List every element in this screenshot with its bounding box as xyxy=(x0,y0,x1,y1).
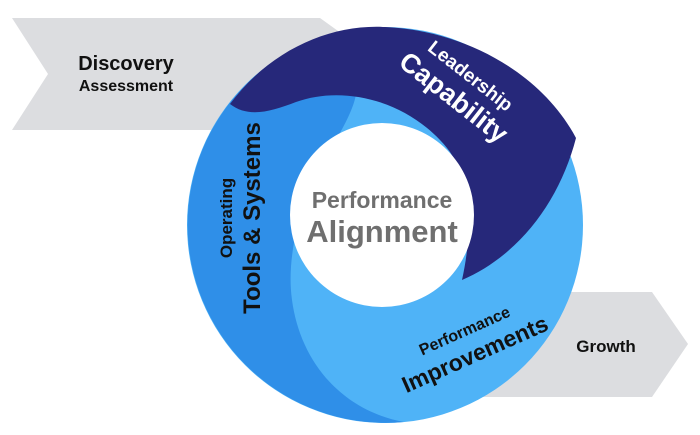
operating-label: Operating xyxy=(217,178,236,258)
center-circle xyxy=(290,123,474,307)
center-alignment-label: Alignment xyxy=(306,214,458,249)
center-performance-label: Performance xyxy=(312,187,453,213)
tools-systems-label: Tools & Systems xyxy=(239,122,266,314)
growth-label: Growth xyxy=(576,337,636,356)
discovery-label: Discovery xyxy=(78,53,174,75)
segment-leadership xyxy=(230,26,576,280)
assessment-label: Assessment xyxy=(79,78,174,95)
